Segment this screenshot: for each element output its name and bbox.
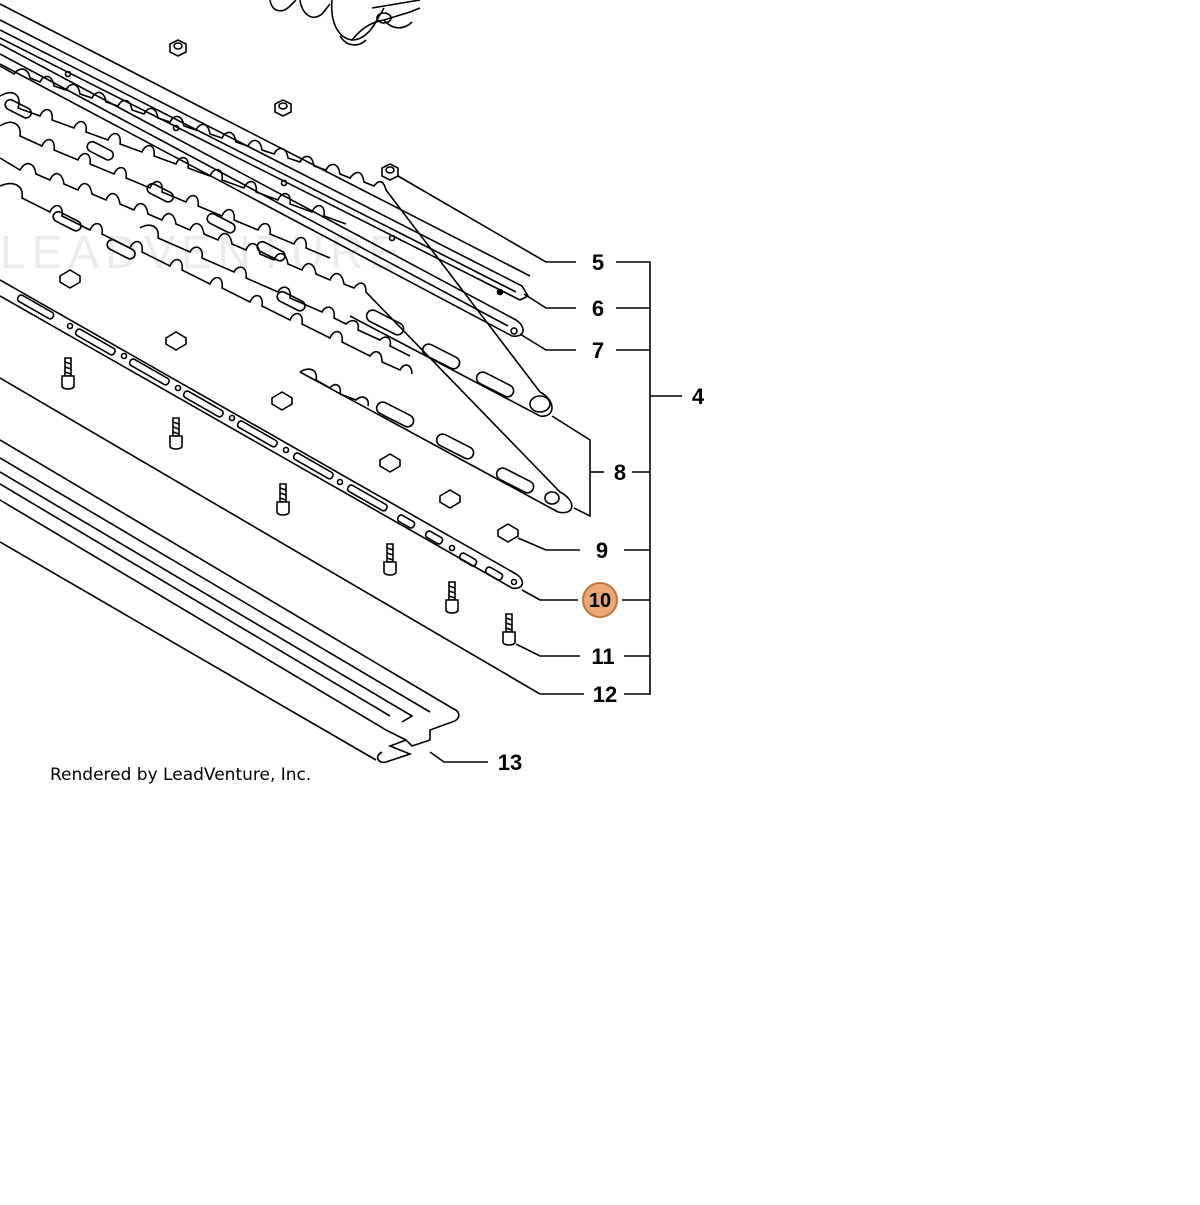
- callout-6[interactable]: 6: [592, 296, 604, 321]
- callout-7[interactable]: 7: [592, 338, 604, 363]
- callout-10[interactable]: 10: [589, 590, 611, 612]
- screw: [61, 357, 516, 646]
- spacer-strip: [0, 279, 524, 590]
- callout-8[interactable]: 8: [614, 460, 626, 485]
- handle-assembly: [269, 0, 421, 46]
- callout-labels: 5 6 7 4 8 9 10 11 12 13: [498, 250, 705, 775]
- highlight-marker[interactable]: [582, 582, 618, 618]
- callout-4[interactable]: 4: [692, 384, 705, 409]
- cutter-blades: [0, 65, 573, 514]
- callout-5[interactable]: 5: [592, 250, 604, 275]
- callout-11[interactable]: 11: [591, 644, 614, 669]
- callout-9[interactable]: 9: [596, 538, 608, 563]
- render-credit: Rendered by LeadVenture, Inc.: [50, 765, 311, 785]
- blade-guard: [0, 439, 460, 764]
- callout-12[interactable]: 12: [593, 682, 617, 707]
- callout-13[interactable]: 13: [498, 750, 522, 775]
- cover-plate: [0, 43, 524, 337]
- leader-lines: [397, 175, 682, 763]
- hex-nut: [169, 39, 399, 181]
- base-plate: [0, 377, 541, 695]
- slide-nut: [59, 269, 519, 543]
- watermark: LEADVENTURE: [0, 226, 406, 278]
